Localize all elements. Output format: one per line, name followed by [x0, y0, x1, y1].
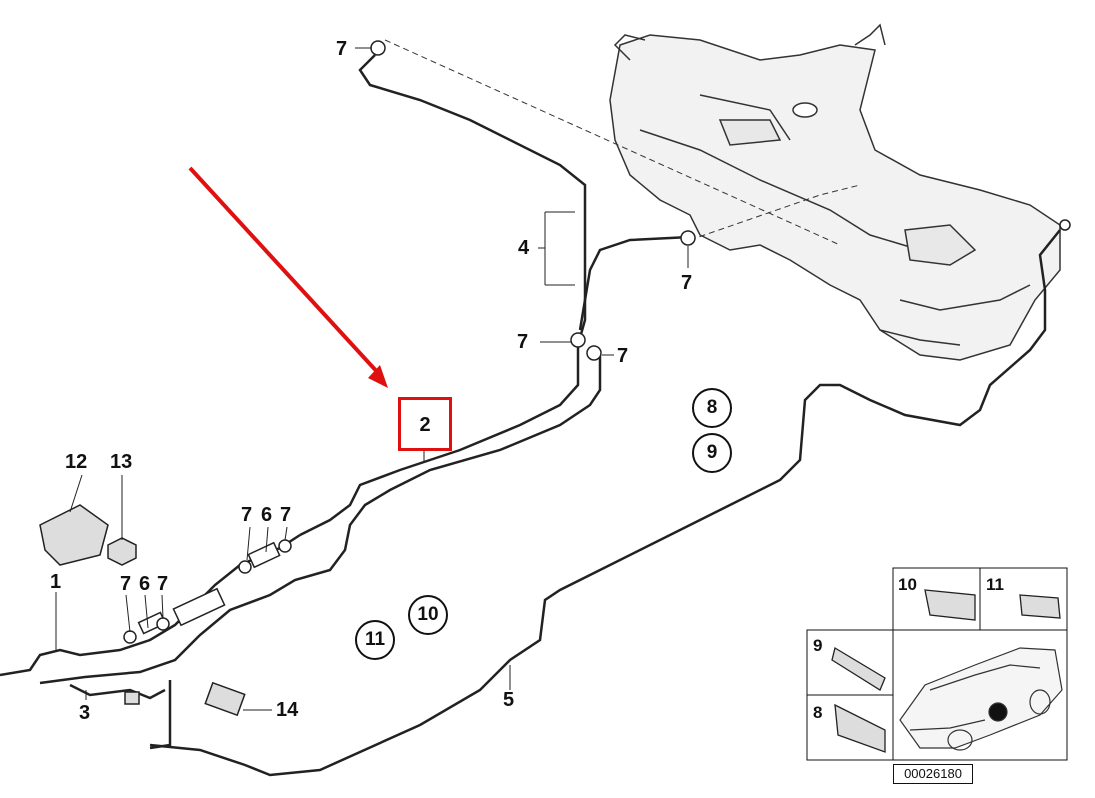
circled-callout-10: 10 — [408, 595, 448, 635]
callout-14: 14 — [276, 699, 299, 721]
highlighted-part-box: 2 — [398, 397, 452, 451]
highlight-arrow — [188, 166, 388, 388]
inset-label-9: 9 — [813, 636, 823, 655]
callout-2: 2 — [419, 414, 431, 436]
inset-label-10: 10 — [898, 575, 917, 594]
inset-label-11: 11 — [986, 575, 1004, 594]
callout-7: 7 — [280, 504, 292, 526]
callout-6: 6 — [139, 573, 151, 595]
callout-7: 7 — [681, 272, 693, 294]
circled-callout-9: 9 — [692, 433, 732, 473]
reference-number: 00026180 — [893, 764, 973, 784]
callout-4: 4 — [518, 237, 530, 259]
callout-7: 7 — [617, 345, 629, 367]
callout-7: 7 — [241, 504, 253, 526]
callout-12: 12 — [65, 451, 88, 473]
circled-callout-8: 8 — [692, 388, 732, 428]
callout-1: 1 — [50, 571, 62, 593]
callout-5: 5 — [503, 689, 515, 711]
callout-7: 7 — [336, 38, 348, 60]
callout-13: 13 — [110, 451, 133, 473]
circled-callout-11: 11 — [355, 620, 395, 660]
callout-3: 3 — [79, 702, 91, 724]
callout-6: 6 — [261, 504, 273, 526]
inset-car — [899, 647, 1063, 751]
callout-7: 7 — [120, 573, 132, 595]
inset-label-8: 8 — [813, 703, 823, 722]
fuel-tank — [609, 23, 1061, 361]
callout-7: 7 — [517, 331, 529, 353]
callout-7: 7 — [157, 573, 169, 595]
